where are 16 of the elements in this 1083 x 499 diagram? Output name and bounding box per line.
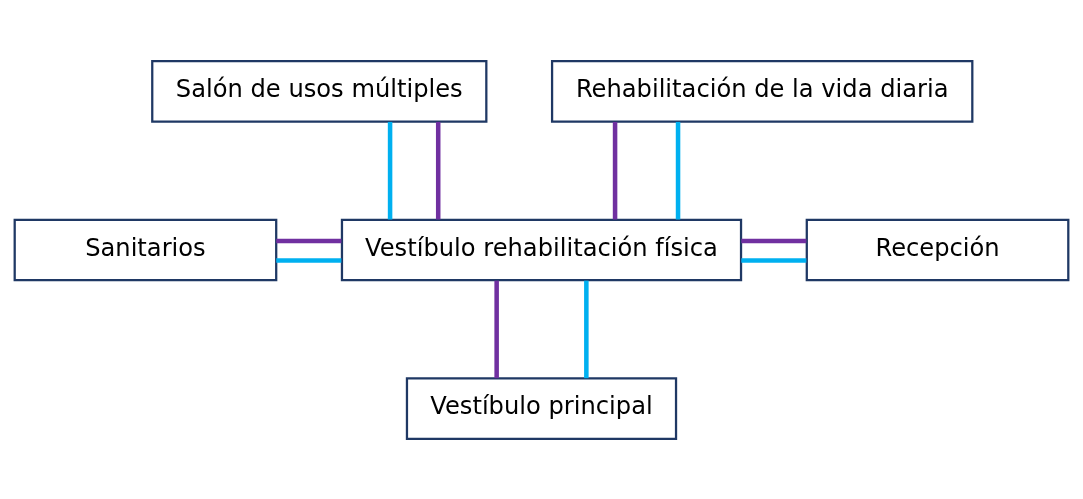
- connector: [276, 238, 342, 243]
- connector: [612, 121, 618, 219]
- node-box: Vestíbulo rehabilitación física: [340, 218, 743, 281]
- node-box: Sanitarios: [13, 218, 278, 281]
- node-box: Rehabilitación de la vida diaria: [550, 59, 974, 123]
- connector: [741, 257, 807, 263]
- node-box: Salón de usos múltiples: [151, 59, 488, 123]
- connector: [675, 121, 681, 219]
- connector: [387, 121, 393, 219]
- connector: [276, 257, 342, 263]
- connector: [584, 280, 589, 378]
- connector: [494, 280, 499, 378]
- node-box: Vestíbulo principal: [405, 376, 678, 440]
- connector: [435, 121, 441, 219]
- connector: [741, 238, 807, 243]
- node-box: Recepción: [805, 218, 1070, 281]
